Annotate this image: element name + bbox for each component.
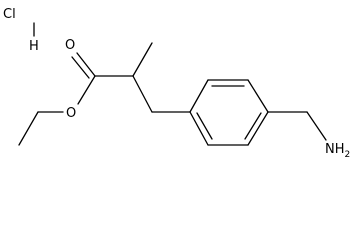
carbonyl-oxygen-label: O	[65, 38, 75, 53]
chlorine-atom-label: Cl	[3, 7, 16, 22]
chemical-structure-drawing: Cl H O O NH2	[3, 7, 350, 160]
alpha-methyl-bond	[132, 42, 153, 77]
carbonyl-ester-o-bond	[77, 75, 96, 105]
ring-double-bond-right	[244, 112, 262, 140]
ethyl-ch2-ch3-bond	[18, 111, 39, 146]
carbonyl-double-bond-b	[71, 56, 90, 79]
alpha-ch2-bond	[132, 75, 153, 113]
ch2-n-bond	[306, 111, 327, 141]
ester-oxygen-label: O	[66, 106, 76, 121]
amine-subscript: 2	[345, 150, 351, 158]
ring-bond-6	[189, 111, 209, 146]
ring-bond-4	[247, 111, 269, 146]
hydrogen-atom-label: H	[29, 39, 39, 54]
ring-bond-1	[189, 79, 209, 113]
carbonyl-double-bond-a	[76, 52, 96, 77]
ring-bond-3	[247, 79, 269, 113]
ring-double-bond-left	[196, 112, 213, 140]
amine-nh-text: NH	[325, 142, 345, 157]
amine-label: NH2	[325, 142, 350, 158]
structure-canvas: Cl H O O NH2	[3, 7, 350, 160]
